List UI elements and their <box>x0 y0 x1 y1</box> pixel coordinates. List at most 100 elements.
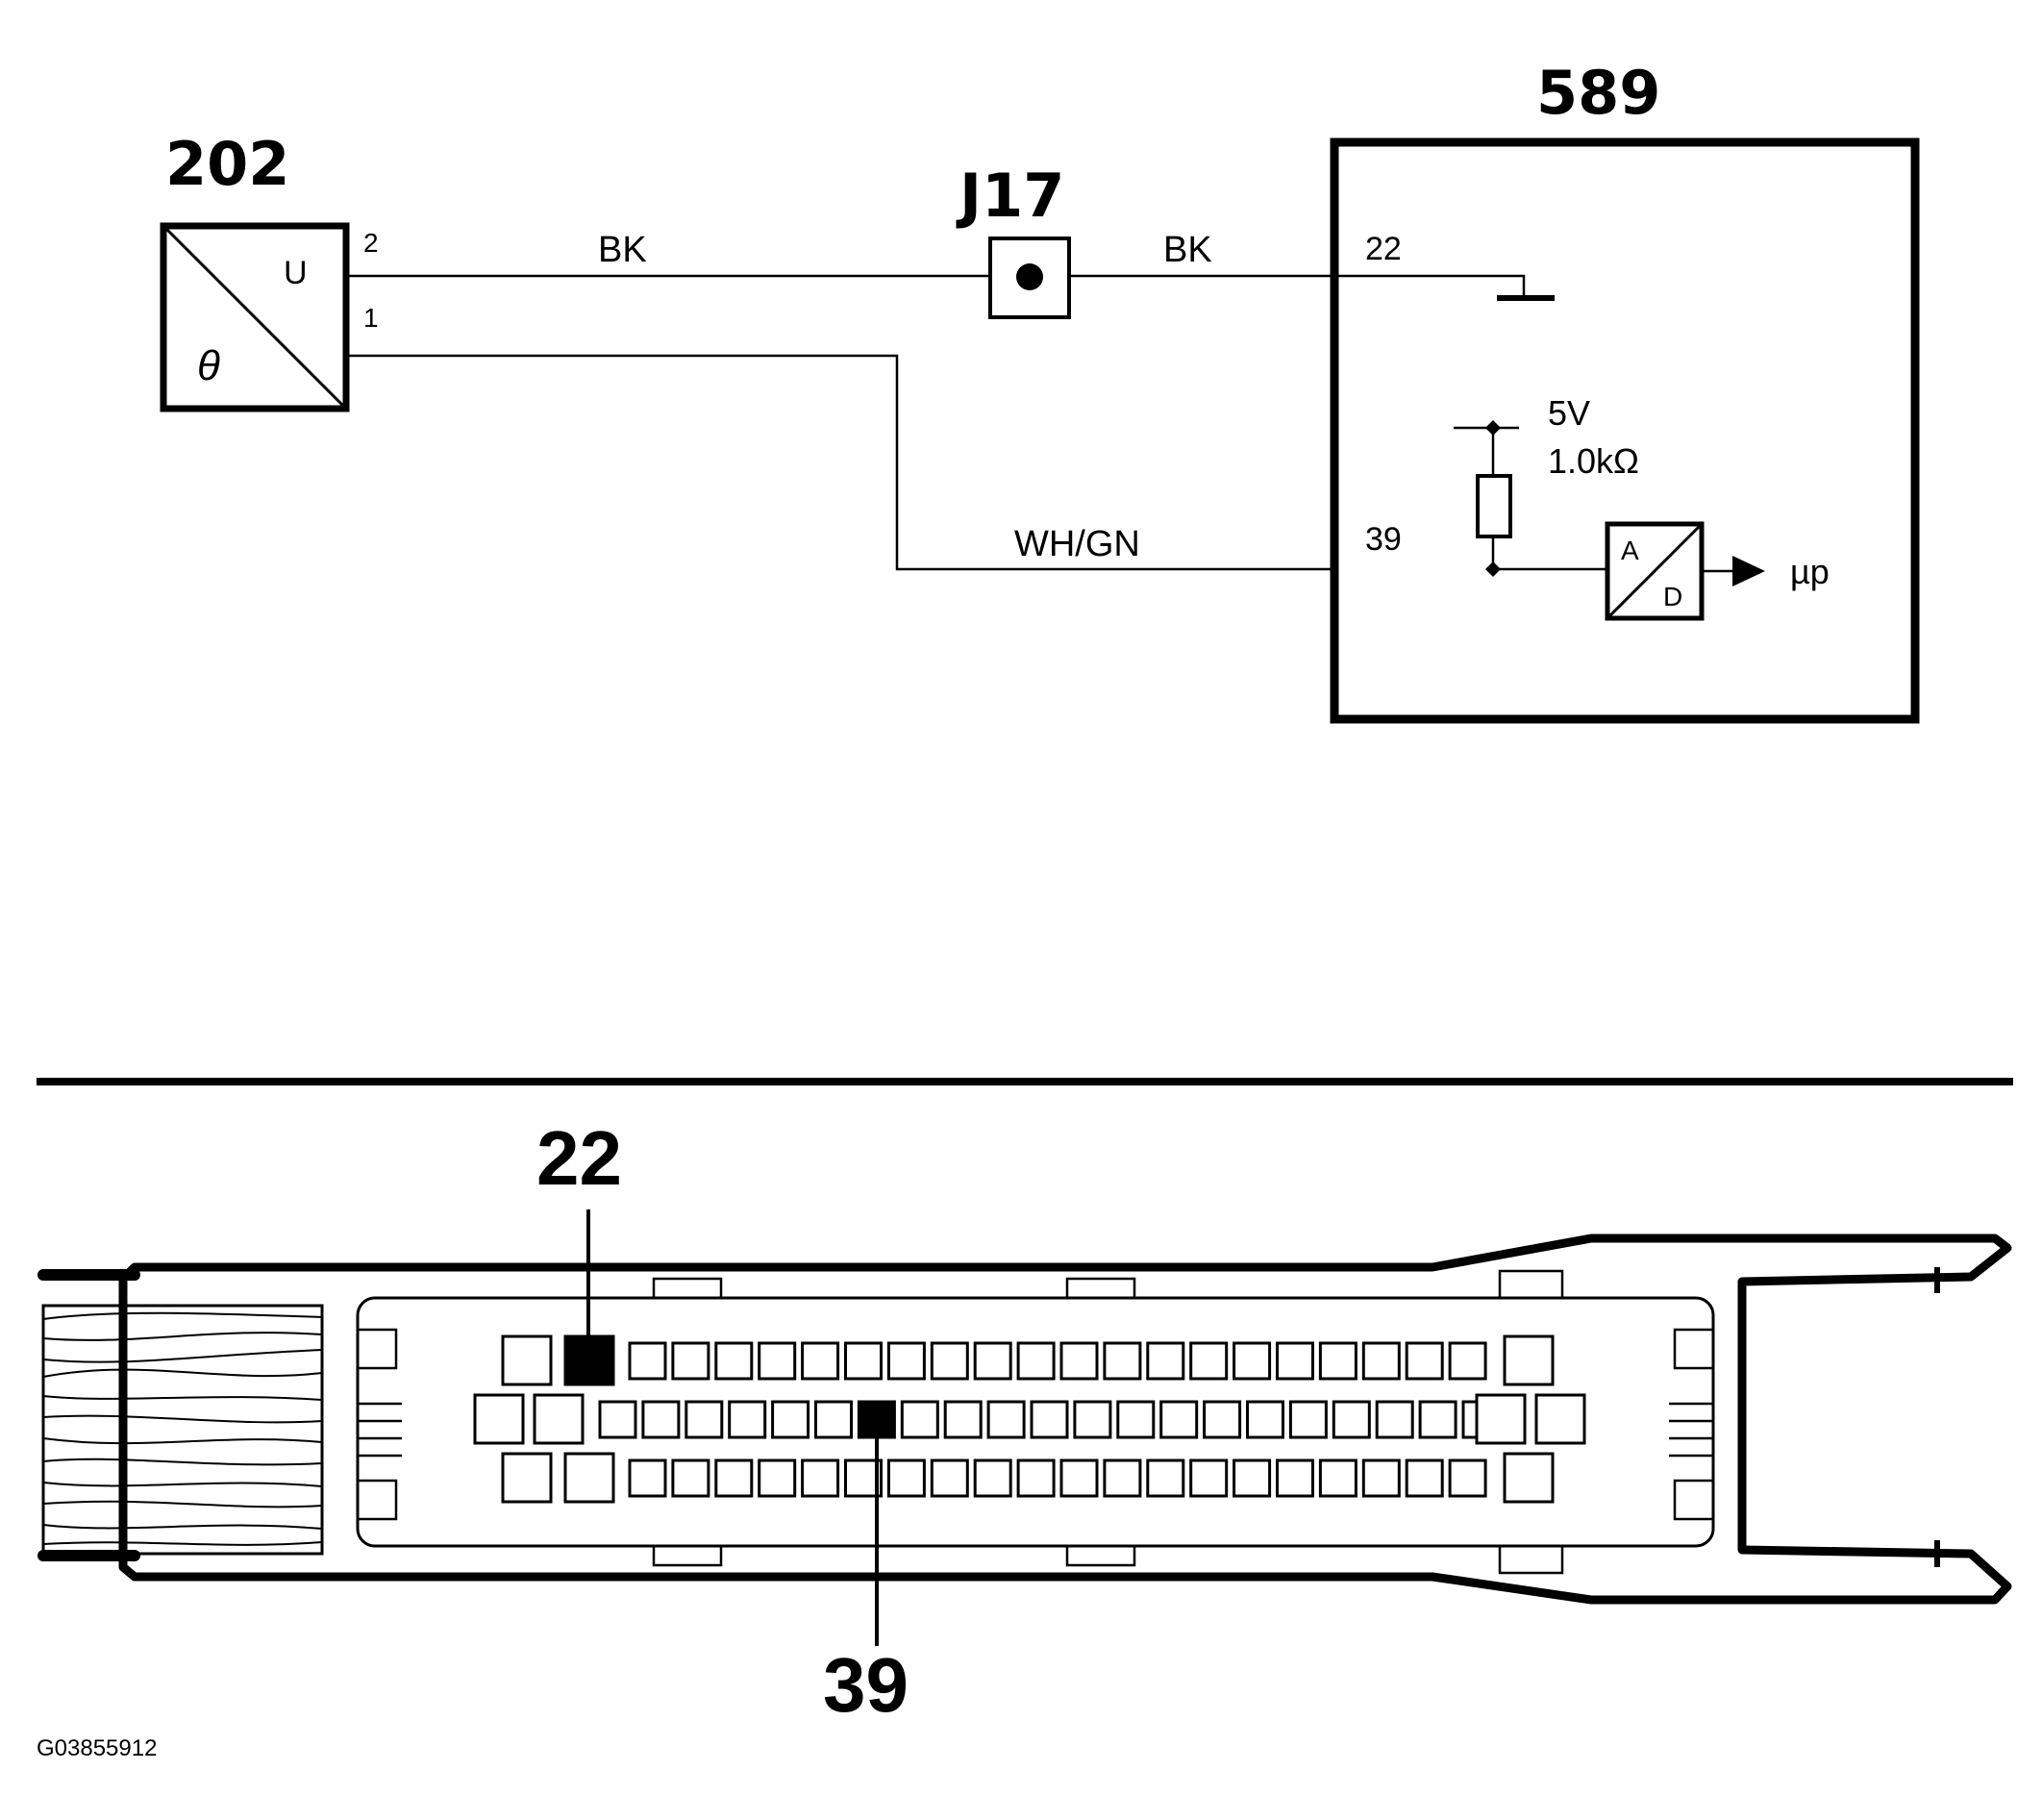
large-cavity <box>1534 1393 1586 1445</box>
pin-cavity <box>973 1341 1012 1381</box>
ad-converter-a: A <box>1621 536 1639 565</box>
splice-j17: J17 <box>956 161 1071 319</box>
sensor-symbol-theta: θ <box>197 342 220 389</box>
harness-wire <box>42 1395 323 1401</box>
ground-lead <box>1336 274 1526 296</box>
pin-cavity <box>1103 1341 1142 1381</box>
sensor-diagonal <box>163 226 346 409</box>
pin-cavity <box>714 1458 754 1498</box>
pin-cavity <box>1276 1341 1314 1381</box>
harness-wire <box>42 1414 323 1424</box>
frame-notch <box>1498 1269 1564 1300</box>
resistor-value-label: 1.0kΩ <box>1548 441 1639 481</box>
pin-cavity <box>943 1400 983 1439</box>
pin-cavity <box>671 1458 710 1498</box>
ecu-pin-22: 22 <box>1365 231 1402 267</box>
supply-junction <box>1485 420 1501 436</box>
ecu-id-label: 589 <box>1536 58 1660 128</box>
connector-view: 22 39 <box>37 1115 2012 1728</box>
pin-cavity <box>973 1458 1012 1498</box>
frame-notches <box>356 1269 1715 1575</box>
wire-wh-gn-signal <box>346 354 1336 571</box>
supply-voltage-label: 5V <box>1548 393 1590 433</box>
pin-cavity <box>1146 1458 1185 1498</box>
pin-cavity <box>1016 1341 1056 1381</box>
connector-housing <box>118 1234 2012 1605</box>
pin-cavity <box>844 1341 883 1381</box>
frame-notch <box>1673 1328 1715 1370</box>
harness-wire <box>42 1482 323 1487</box>
pin-cavity <box>1159 1400 1199 1439</box>
pin-cavity <box>1016 1458 1056 1498</box>
pin-cavity-22 <box>563 1334 615 1386</box>
callout-pin-39: 39 <box>823 1642 909 1728</box>
pin-cavity <box>758 1458 797 1498</box>
pin-cavity <box>598 1400 637 1439</box>
pin-cavity <box>1332 1400 1371 1439</box>
pin-cavity <box>1116 1400 1156 1439</box>
ecu-pin-39: 39 <box>1365 521 1402 558</box>
pin-cavity <box>1246 1400 1284 1439</box>
frame-notch <box>1673 1479 1715 1521</box>
sensor-box <box>160 222 350 412</box>
harness-wire <box>42 1458 323 1466</box>
pin-cavity <box>1448 1458 1487 1498</box>
frame-notch <box>356 1328 398 1370</box>
ad-converter-diagonal <box>1607 524 1702 618</box>
sensor-202: 202 U θ 2 1 <box>160 129 379 412</box>
harness-wire <box>42 1500 323 1508</box>
ecu-589: 589 22 39 5V 1.0kΩ A D µp <box>1330 58 1920 724</box>
pin-cavity <box>714 1341 754 1381</box>
pin-cavity <box>1288 1400 1328 1439</box>
pin-cavity <box>1233 1341 1272 1381</box>
pin-cavity <box>758 1341 797 1381</box>
callout-pin-22: 22 <box>536 1115 622 1201</box>
pin-cavity <box>1448 1341 1487 1381</box>
frame-notch <box>356 1479 398 1521</box>
large-cavity <box>501 1334 553 1386</box>
harness-bundle <box>41 1304 324 1556</box>
wire-label-bk-2: BK <box>1163 230 1212 270</box>
pin-cavity <box>685 1400 724 1439</box>
pin-cavity <box>900 1400 939 1439</box>
pin-cavity <box>1103 1458 1142 1498</box>
sensor-pin-2: 2 <box>363 228 379 258</box>
harness-wire <box>42 1541 323 1546</box>
pin-cavity <box>628 1341 667 1381</box>
splice-id-label: J17 <box>956 161 1064 231</box>
pin-cavity <box>1318 1341 1357 1381</box>
pin-cavity <box>641 1400 681 1439</box>
wire-label-wh-gn: WH/GN <box>1014 524 1140 564</box>
harness-wire <box>42 1437 323 1445</box>
large-cavity <box>1475 1393 1527 1445</box>
pin-cavity <box>886 1341 926 1381</box>
harness-frame <box>41 1304 324 1556</box>
pin-cavities <box>473 1334 1586 1504</box>
pin-cavity <box>886 1458 926 1498</box>
pin-cavity <box>801 1458 840 1498</box>
pin-cavity <box>1146 1341 1185 1381</box>
harness-wire <box>42 1349 323 1363</box>
pin-cavity <box>1203 1400 1242 1439</box>
wires <box>346 274 1336 571</box>
microprocessor-label: µp <box>1790 552 1830 591</box>
harness-wire <box>42 1332 323 1341</box>
pin-cavity <box>1361 1458 1401 1498</box>
output-arrow-icon <box>1732 556 1765 586</box>
pin-cavity <box>1189 1458 1229 1498</box>
frame-notch <box>1065 1277 1136 1300</box>
pin-cavity <box>1276 1458 1314 1498</box>
harness-wire <box>42 1368 323 1378</box>
pin-cavity <box>1361 1341 1401 1381</box>
pin-cavity <box>1030 1400 1069 1439</box>
pin-cavity <box>801 1341 840 1381</box>
pin-cavity <box>671 1341 710 1381</box>
pin-cavity <box>1059 1341 1099 1381</box>
pin-cavity <box>986 1400 1026 1439</box>
sensor-pin-1: 1 <box>363 303 379 333</box>
pin-cavity <box>930 1341 969 1381</box>
pin-cavity <box>771 1400 810 1439</box>
frame-notch <box>1065 1544 1136 1567</box>
sensor-id-label: 202 <box>165 129 289 199</box>
